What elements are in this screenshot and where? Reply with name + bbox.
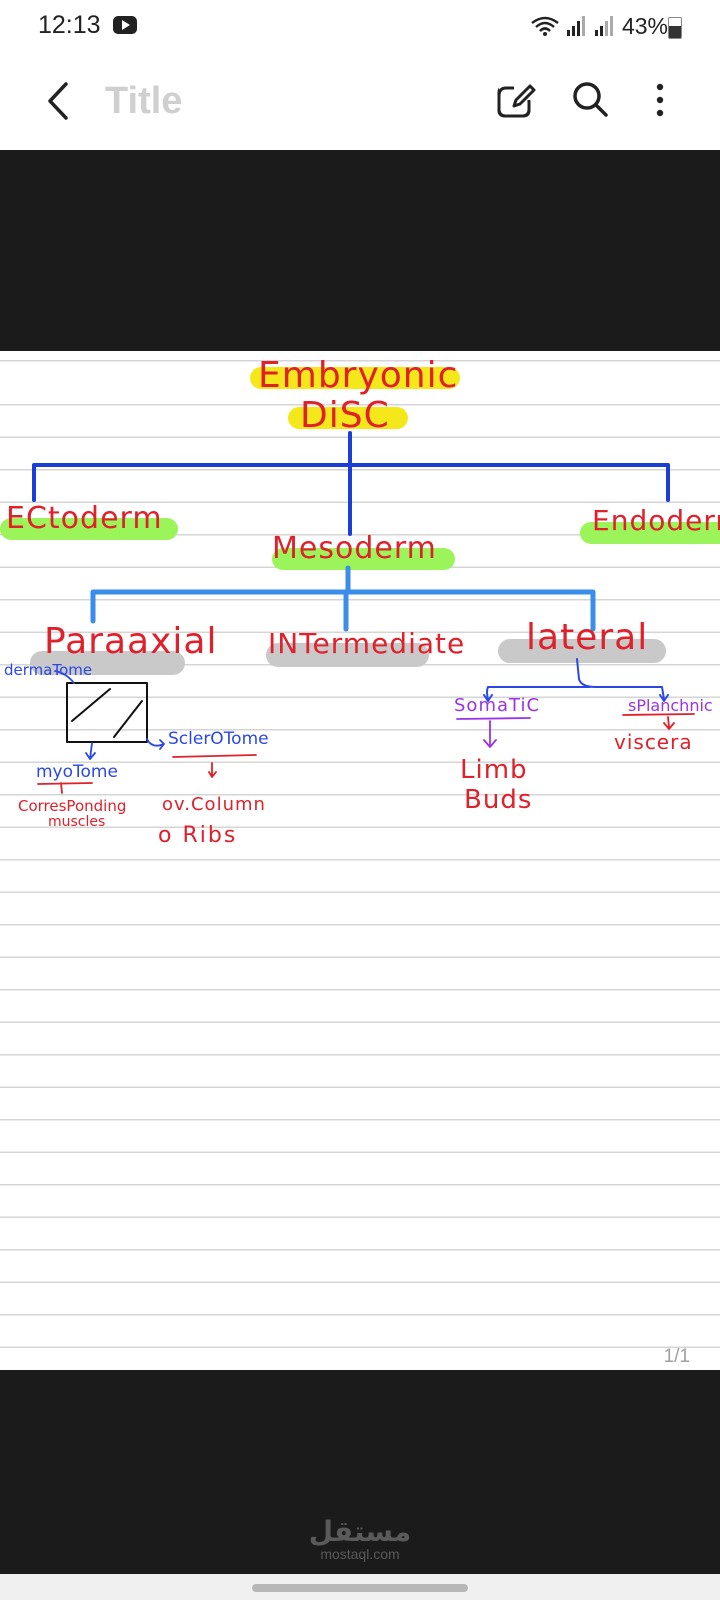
label-buds: Buds: [464, 785, 533, 815]
highlight-ectoderm: [0, 518, 178, 540]
label-mesoderm: Mesoderm: [272, 531, 437, 566]
search-icon: [573, 82, 608, 117]
chevron-left-icon: [48, 82, 68, 120]
watermark: مستقل mostaql.com: [0, 1515, 720, 1562]
label-lateral: lateral: [526, 617, 649, 658]
youtube-notification-icon: [113, 16, 137, 34]
label-myotome-note-1: CorresPonding: [18, 797, 127, 815]
black-band-top: [0, 150, 720, 351]
more-options-button[interactable]: [640, 76, 680, 124]
label-dermatome: dermaTome: [4, 661, 93, 679]
label-embryonic: Embryonic: [258, 355, 459, 396]
label-sclerotome-item-1: ov.Column: [162, 794, 266, 815]
black-band-bottom: [0, 1370, 720, 1574]
label-somatic: SomaTiC: [454, 695, 541, 716]
app-bar: Title: [0, 52, 720, 150]
more-vertical-icon: [656, 83, 664, 117]
wifi-icon: [531, 16, 559, 36]
label-paraxial: Paraaxial: [44, 621, 218, 662]
label-sclerotome-item-2: o Ribs: [158, 823, 238, 848]
label-endoderm: Endoderm: [592, 504, 720, 537]
label-limb: Limb: [460, 755, 528, 785]
watermark-url: mostaql.com: [320, 1546, 400, 1562]
signal-icon-1: [566, 16, 585, 36]
edit-pen-icon: [497, 80, 539, 118]
connector-germ-layers: [32, 463, 670, 536]
highlight-embryonic: [250, 367, 460, 389]
highlight-intermediate: [266, 643, 429, 667]
gesture-nav-area: [0, 1574, 720, 1600]
connector-mesoderm-parts: [90, 565, 596, 632]
dermatome-diagram: [66, 682, 148, 743]
back-button[interactable]: [40, 76, 80, 126]
edit-button[interactable]: [494, 76, 539, 124]
status-time: 12:13: [38, 11, 101, 39]
highlight-disc: [288, 407, 408, 429]
status-bar: 12:13 43%: [0, 0, 720, 52]
watermark-logo: مستقل: [308, 1515, 412, 1548]
page-counter: 1/1: [663, 1346, 690, 1367]
highlight-endoderm: [580, 522, 720, 544]
highlight-mesoderm: [272, 548, 455, 570]
label-viscera: viscera: [614, 730, 693, 754]
label-myotome-note-2: muscles: [48, 814, 106, 830]
search-button[interactable]: [568, 76, 612, 124]
status-icons: 43%: [530, 12, 668, 40]
connector-lines: [32, 431, 695, 794]
note-page[interactable]: Embryonic DiSC ECtoderm Mesoderm Endoder…: [0, 351, 720, 1370]
label-sclerotome: SclerOTome: [168, 729, 269, 749]
signal-icon-2: [594, 16, 613, 36]
label-ectoderm: ECtoderm: [6, 501, 163, 536]
home-handle[interactable]: [252, 1584, 468, 1592]
label-splanchnic: sPlanchnic: [628, 696, 713, 715]
battery-icon: [668, 17, 682, 39]
battery-percent: 43%: [621, 12, 668, 39]
connector-lateral: [486, 658, 665, 700]
note-title[interactable]: Title: [105, 80, 183, 122]
label-intermediate: INTermediate: [268, 627, 466, 660]
label-myotome: myoTome: [36, 762, 118, 782]
label-disc: DiSC: [300, 395, 390, 436]
highlight-lateral: [498, 639, 666, 663]
